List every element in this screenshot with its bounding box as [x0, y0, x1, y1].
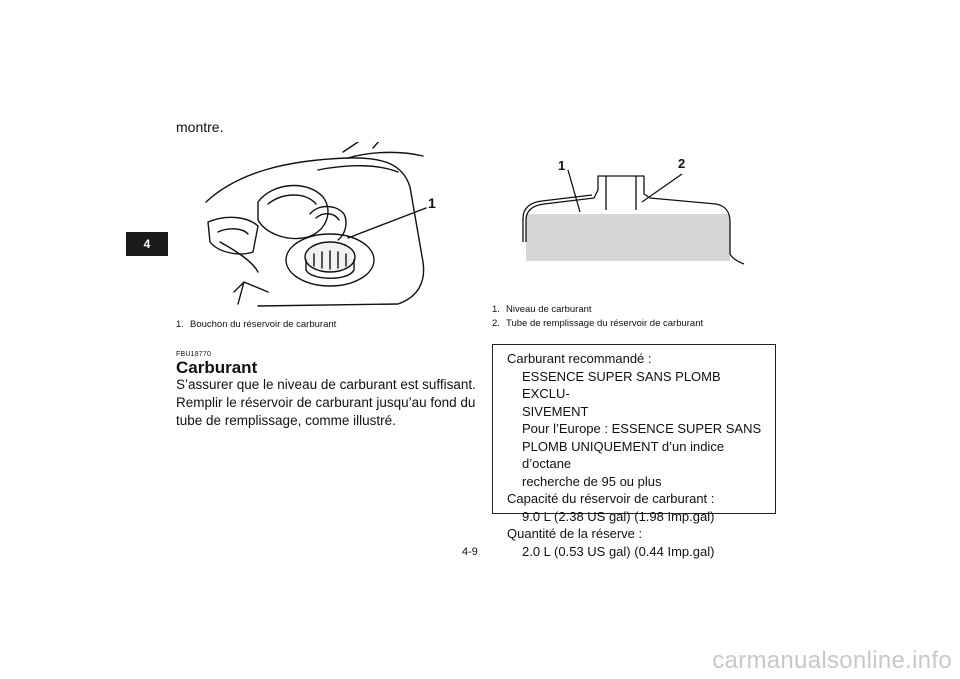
spec-line: Quantité de la réserve :: [507, 526, 643, 541]
figure-right-callout-1: 1: [558, 158, 565, 173]
caption-item: 2.Tube de remplissage du réservoir de ca…: [492, 318, 704, 329]
figure-right-caption: 1.Niveau de carburant 2.Tube de rempliss…: [492, 303, 703, 331]
fuel-level-area: [526, 214, 730, 261]
spec-line: PLOMB UNIQUEMENT d’un indice d’octane: [522, 438, 725, 472]
section-paragraph: S’assurer que le niveau de carburant est…: [176, 377, 476, 428]
spec-line: recherche de 95 ou plus: [522, 473, 662, 489]
caption-item: 1.Niveau de carburant: [492, 304, 592, 315]
figure-left-caption: 1.Bouchon du réservoir de carburant: [176, 318, 336, 332]
figure-right-callout-2: 2: [678, 156, 685, 171]
spec-line: ESSENCE SUPER SANS PLOMB EXCLU-: [522, 368, 721, 402]
watermark[interactable]: carmanualsonline.info: [712, 647, 952, 674]
fuel-level-diagram: 1 2: [522, 156, 745, 265]
page-number: 4-9: [462, 546, 478, 558]
spec-line: SIVEMENT: [522, 403, 589, 419]
spec-line: Capacité du réservoir de carburant :: [507, 491, 715, 506]
spec-box: Carburant recommandé : ESSENCE SUPER SAN…: [492, 344, 776, 559]
spec-line: 2.0 L (0.53 US gal) (0.44 Imp.gal): [522, 543, 715, 559]
fuel-cap-illustration: 1: [205, 142, 436, 307]
figure-left-callout: 1: [428, 195, 436, 211]
caption-item: 1.Bouchon du réservoir de carburant: [176, 319, 337, 330]
spec-line: Pour l’Europe : ESSENCE SUPER SANS: [522, 421, 762, 436]
chapter-tab: 4: [126, 232, 168, 256]
spec-line: Carburant recommandé :: [507, 351, 652, 366]
section-title: Carburant: [176, 358, 258, 377]
spec-line: 9.0 L (2.38 US gal) (1.98 Imp.gal): [522, 508, 715, 524]
continued-text: montre.: [176, 119, 224, 135]
section-code: FBU18770: [176, 351, 212, 358]
